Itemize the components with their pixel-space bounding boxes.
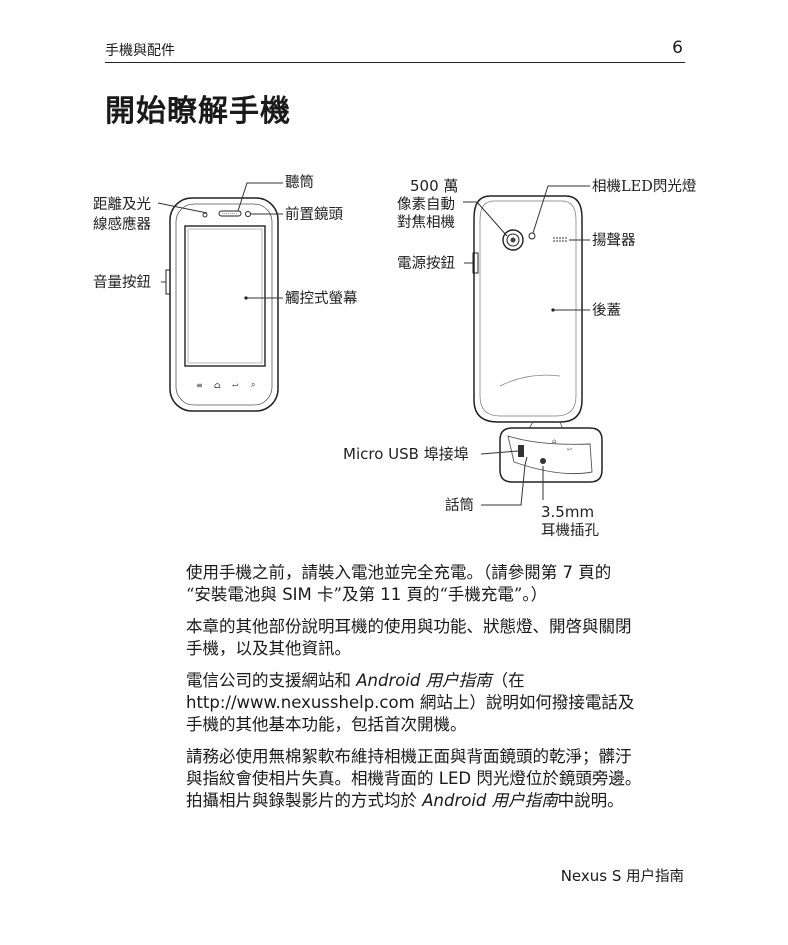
- label-camera-1: 500 萬: [410, 177, 458, 195]
- label-power-button: 電源按鈕: [397, 255, 455, 272]
- label-microphone: 話筒: [445, 497, 474, 514]
- phone-back-illustration: ⌂ ↩: [472, 195, 603, 483]
- label-headphone-jack-2: 耳機插孔: [541, 522, 599, 539]
- svg-text:≡: ≡: [196, 381, 203, 390]
- paragraph-lens-care: 請務必使用無棉絮軟布維持相機正面與背面鏡頭的乾淨；髒汙 與指紋會使相片失真。相機…: [186, 747, 642, 810]
- svg-text:⌕: ⌕: [251, 380, 255, 389]
- support-url[interactable]: http://www.nexusshelp.com: [186, 693, 415, 712]
- paragraph-chapter: 本章的其他部份說明耳機的使用與功能、狀態燈、開啓與關閉 手機，以及其他資訊。: [186, 617, 632, 658]
- footer-product: Nexus S: [560, 867, 622, 885]
- page-footer: Nexus S 用户指南: [561, 865, 684, 886]
- label-camera-3: 對焦相機: [397, 214, 455, 231]
- svg-text:⌂: ⌂: [552, 438, 557, 445]
- page-title: 開始瞭解手機: [105, 94, 291, 129]
- svg-text:⌂: ⌂: [214, 381, 221, 391]
- svg-text:↩: ↩: [232, 381, 239, 390]
- section-name: 手機與配件: [105, 43, 175, 59]
- label-headphone-jack-1: 3.5mm: [541, 503, 594, 521]
- label-speaker: 揚聲器: [592, 232, 636, 249]
- footer-guide: 用户指南: [621, 869, 684, 885]
- label-touchscreen: 觸控式螢幕: [285, 290, 358, 307]
- label-front-camera: 前置鏡頭: [285, 206, 343, 223]
- label-proximity-sensor-2: 線感應器: [93, 215, 151, 233]
- page-number: 6: [672, 38, 683, 58]
- label-back-cover: 後蓋: [592, 302, 621, 319]
- paragraph-charge: 使用手機之前，請裝入電池並完全充電。（請參閱第 7 頁的 “安裝電池與 SIM …: [186, 563, 612, 604]
- body-text: 使用手機之前，請裝入電池並完全充電。（請參閱第 7 頁的 “安裝電池與 SIM …: [186, 562, 696, 822]
- page-header: 手機與配件 6: [105, 38, 685, 63]
- label-micro-usb: Micro USB 埠接埠: [343, 445, 469, 463]
- label-volume-button: 音量按鈕: [93, 274, 151, 291]
- label-camera-2: 像素自動: [397, 196, 455, 213]
- svg-text:↩: ↩: [567, 446, 572, 453]
- label-proximity-sensor-1: 距離及光: [93, 195, 151, 213]
- phone-front-illustration: ≡ ⌂ ↩ ⌕: [165, 197, 279, 412]
- label-led-flash: 相機LED閃光燈: [592, 178, 697, 195]
- paragraph-support: 電信公司的支援網站和 Android 用户指南（在 http://www.nex…: [186, 671, 635, 734]
- label-earpiece: 聽筒: [285, 174, 314, 191]
